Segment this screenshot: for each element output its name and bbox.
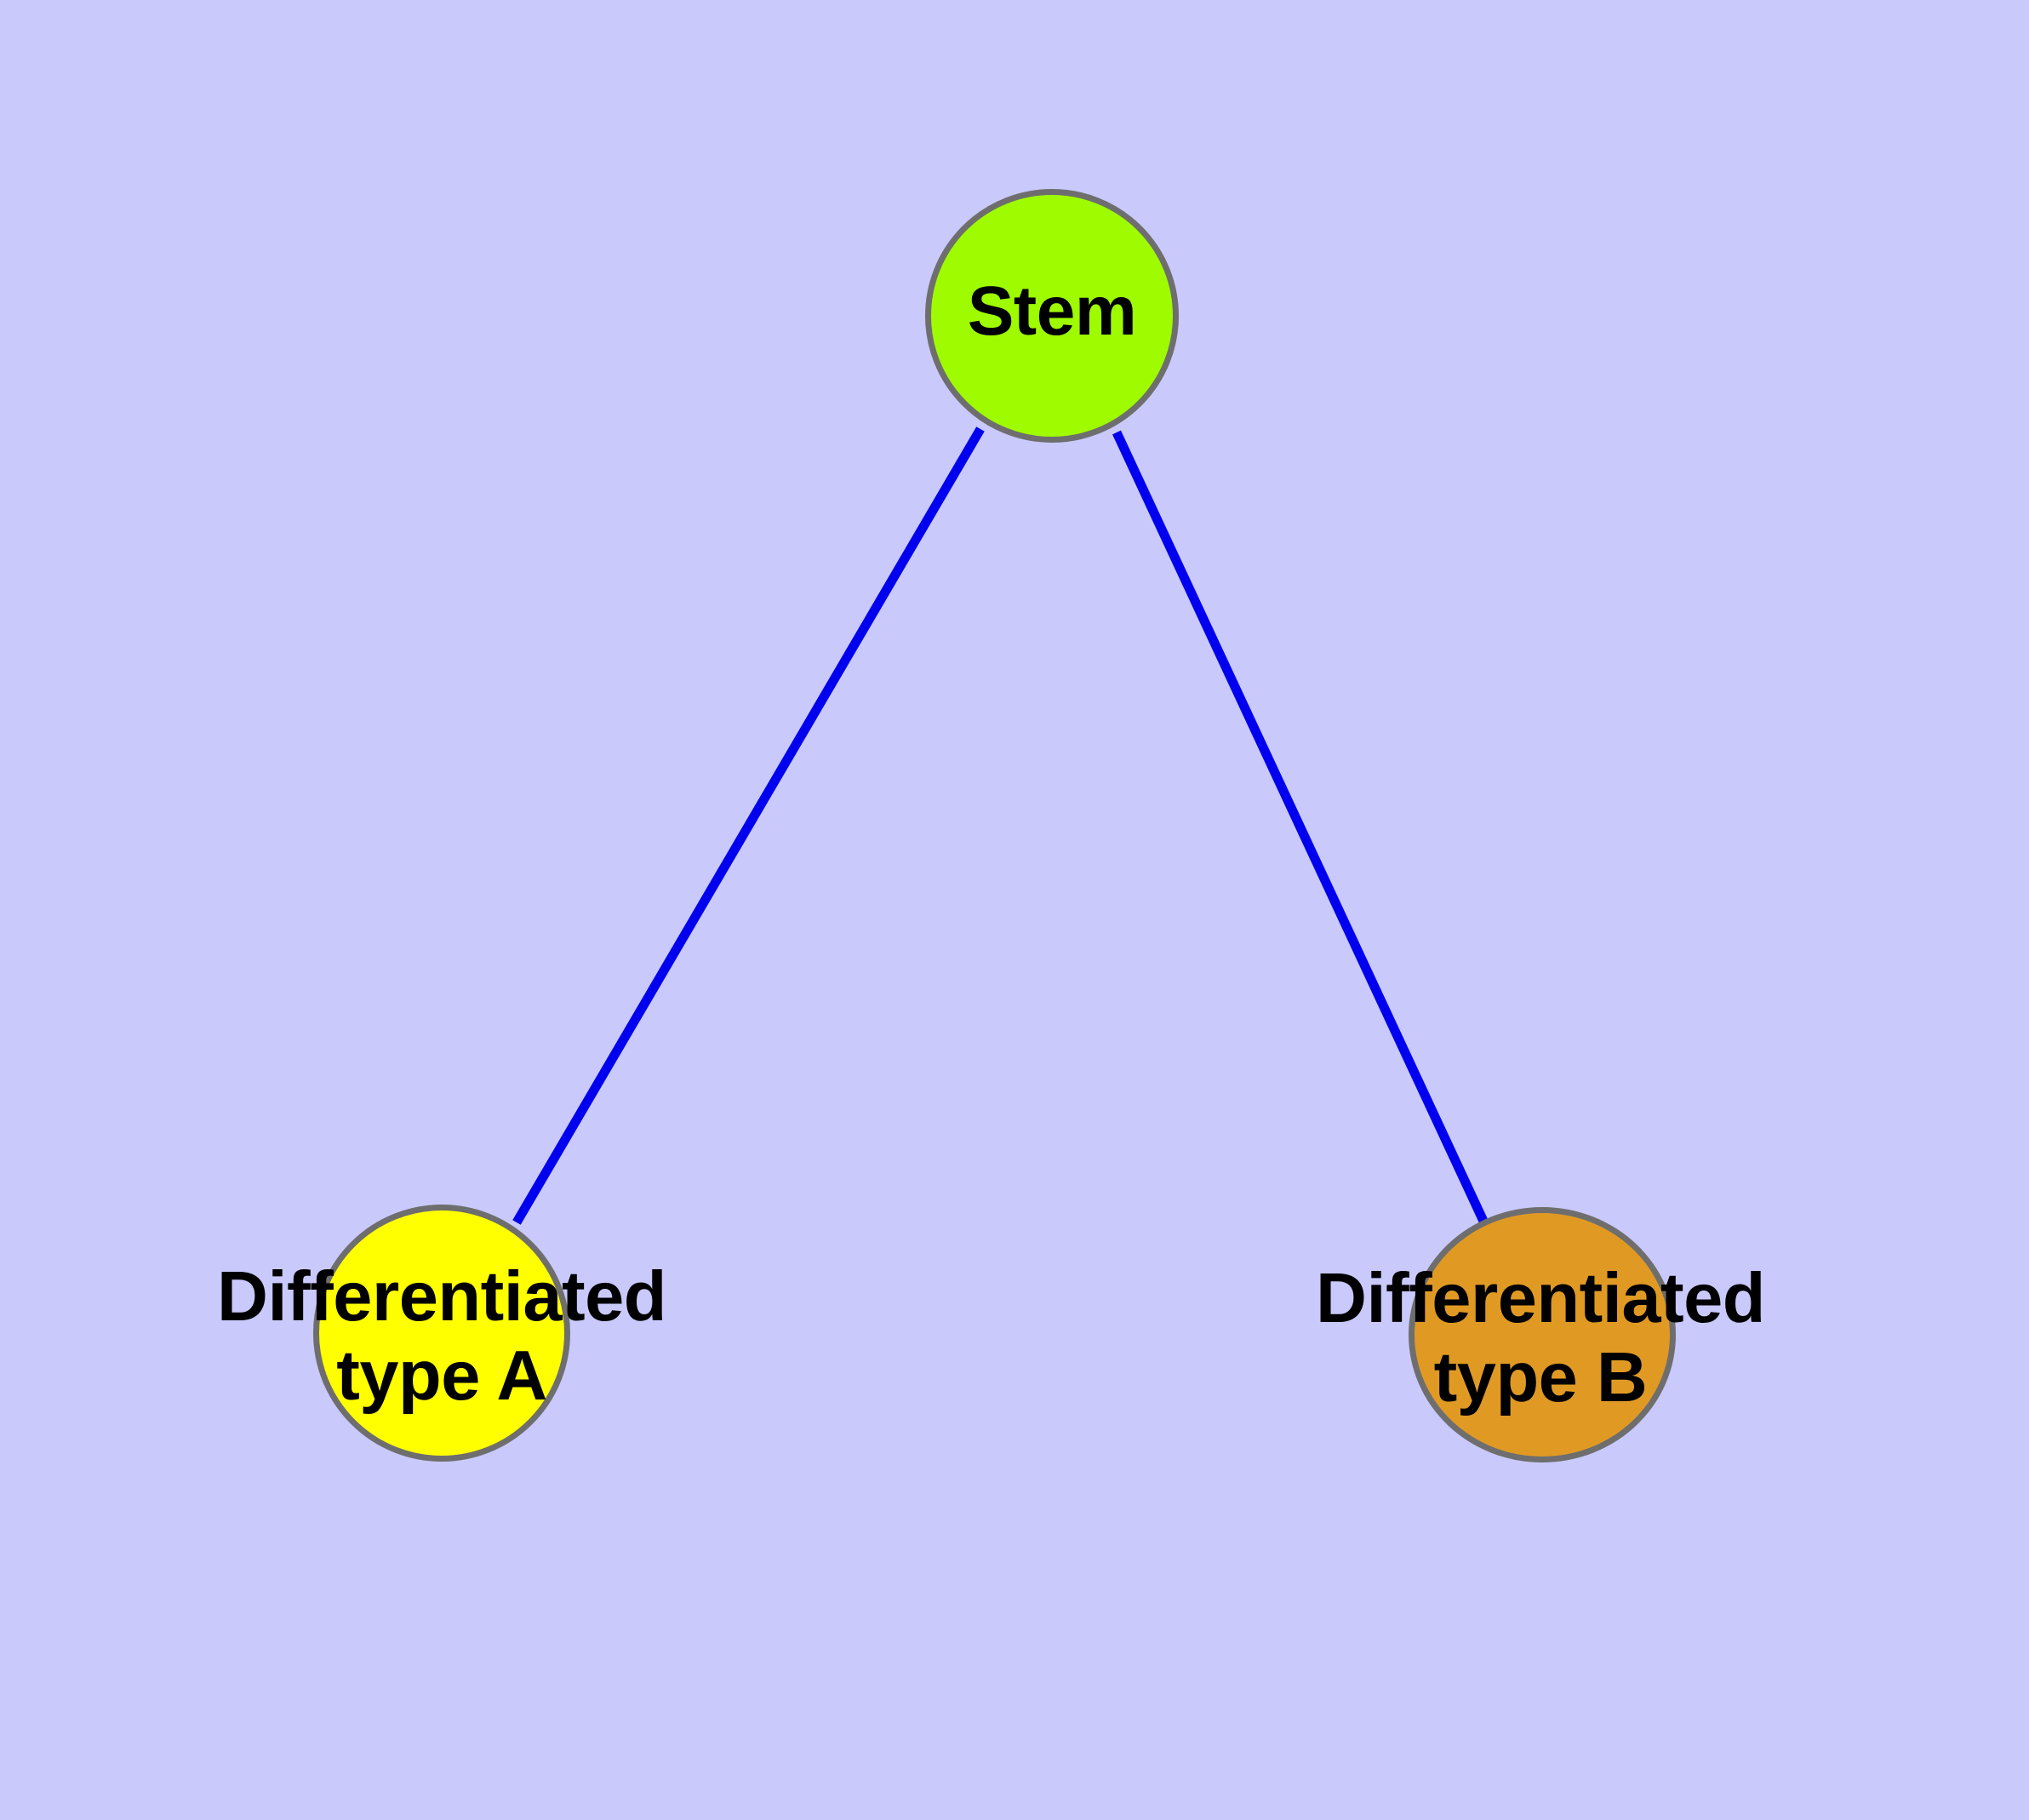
edge-stem-to-differentiated-type-a [512,426,985,1225]
node-stem[interactable] [925,189,1179,443]
node-label-differentiated-type-a: Differentiated type A [217,1256,666,1415]
node-differentiated-type-b[interactable] [1409,1207,1676,1462]
node-label-stem: Stem [967,272,1137,350]
edge-stem-to-differentiated-type-b [1112,430,1491,1231]
node-label-differentiated-type-b: Differentiated type B [1316,1258,1765,1417]
node-differentiated-type-a[interactable] [313,1205,570,1462]
